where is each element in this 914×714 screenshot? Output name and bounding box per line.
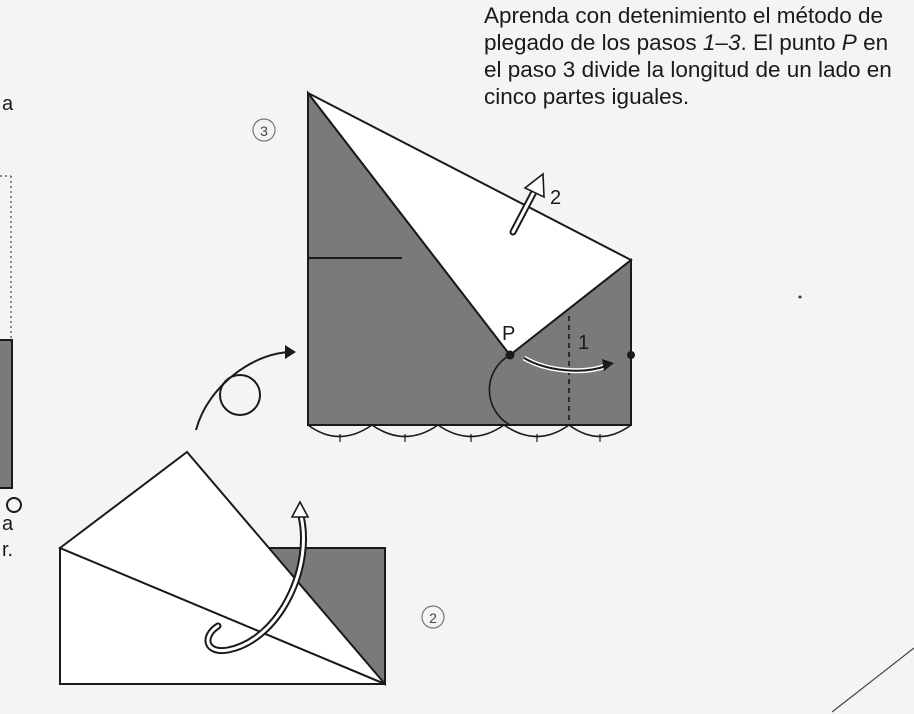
left-partial-diagram [0,175,22,513]
step-3-number-circle [252,118,276,142]
caption-point-ref: P [841,30,857,55]
step-2-number-circle [421,605,445,629]
step-3-diagram: 3 P 1 2 [252,90,635,442]
step-3-number: 3 [260,123,268,139]
step-2-diagram: 2 [58,450,445,687]
corner-stroke [831,647,914,713]
caption-text-3: en el paso 3 divide la longitud de un la… [484,30,892,109]
left-fragment-a-bottom: a [2,513,14,535]
caption-text-2: . El punto [740,30,842,55]
step-2-number: 2 [429,610,437,626]
fold-2-label: 2 [550,187,561,209]
point-p-marker [505,350,515,360]
left-fragment-r-bottom: r. [2,539,14,561]
point-p-label: P [502,323,515,345]
turn-over-symbol [195,345,296,431]
caption-text-1: Aprenda con detenimiento el método de pl… [484,3,884,55]
fold-1-label: 1 [578,332,589,354]
left-fragment-a-top: a [2,93,14,115]
instruction-caption: Aprenda con detenimiento el método de pl… [484,2,904,110]
caption-steps-ref: 1–3 [702,30,741,55]
